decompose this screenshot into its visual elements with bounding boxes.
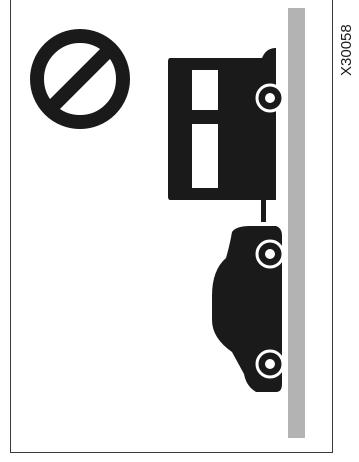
tow-bar <box>261 198 266 222</box>
trailer-window-top <box>192 70 218 110</box>
figure-reference-code: X30058 <box>336 6 358 76</box>
prohibition-icon <box>37 36 123 122</box>
trailer-window-bottom <box>192 124 218 188</box>
ground-line <box>288 8 305 438</box>
trailer <box>168 48 283 200</box>
car <box>212 226 283 392</box>
